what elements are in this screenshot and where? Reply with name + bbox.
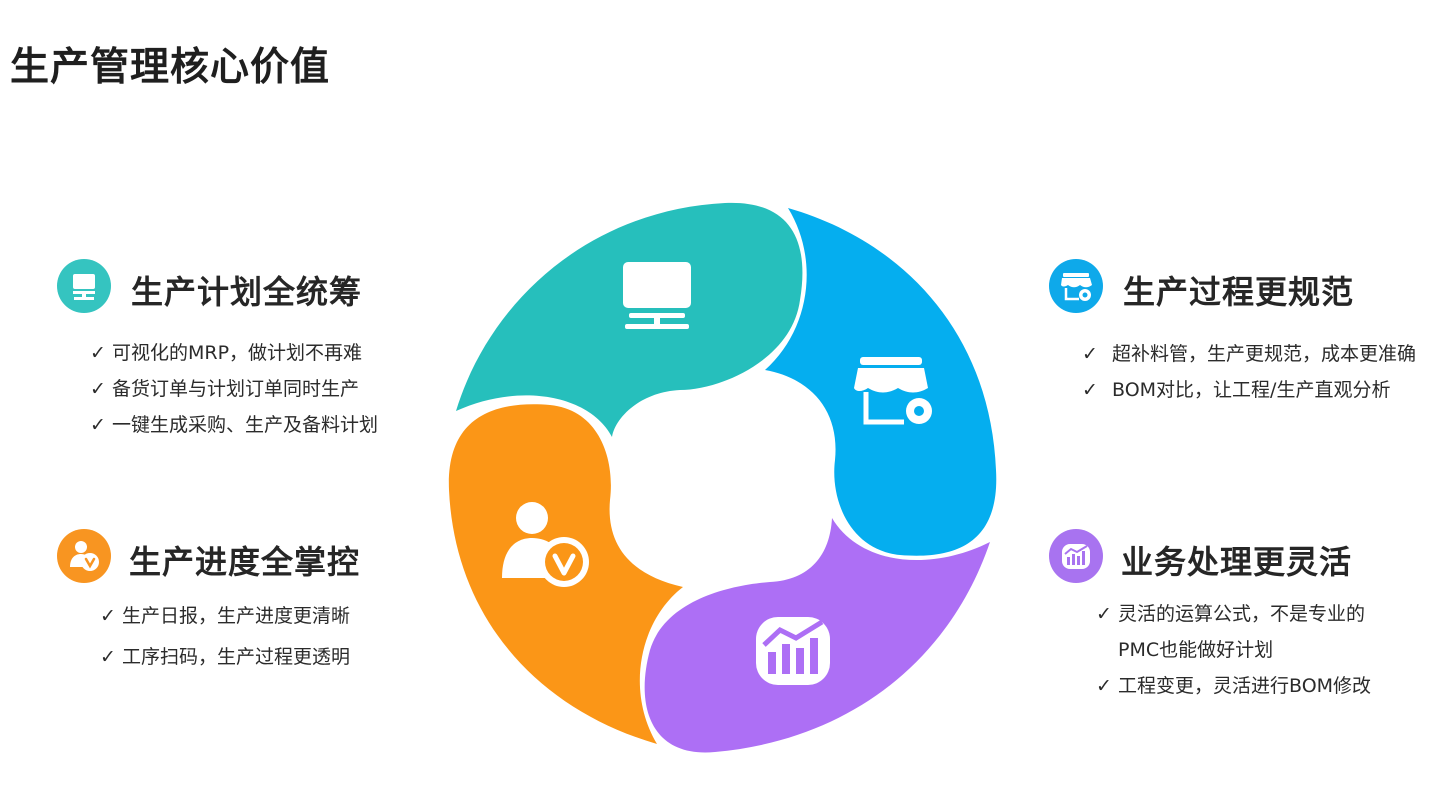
- store-settings-icon: [854, 357, 932, 425]
- monitor-icon: [623, 262, 691, 329]
- feature-plan-header: 生产计划全统筹: [57, 259, 477, 315]
- user-verified-icon: [57, 529, 111, 583]
- check-icon: ✓: [90, 378, 106, 400]
- list-item: ✓灵活的运算公式，不是专业的: [1096, 596, 1371, 632]
- list-item: ✓超补料管，生产更规范，成本更准确: [1082, 336, 1416, 372]
- list-item: ✓BOM对比，让工程/生产直观分析: [1082, 372, 1416, 408]
- list-item: ✓一键生成采购、生产及备料计划: [90, 407, 378, 443]
- check-icon: ✓: [1096, 675, 1112, 697]
- feature-process: 生产过程更规范 ✓超补料管，生产更规范，成本更准确 ✓BOM对比，让工程/生产直…: [1049, 259, 1445, 459]
- page-title: 生产管理核心价值: [10, 45, 331, 90]
- feature-business: 业务处理更灵活 ✓灵活的运算公式，不是专业的 PMC也能做好计划 ✓工程变更，灵…: [1049, 529, 1445, 729]
- list-item: ✓工序扫码，生产过程更透明: [100, 637, 350, 678]
- check-icon: ✓: [90, 342, 106, 364]
- list-item: ✓工程变更，灵活进行BOM修改: [1096, 668, 1371, 704]
- list-item: ✓备货订单与计划订单同时生产: [90, 371, 378, 407]
- check-icon: ✓: [100, 605, 116, 627]
- feature-business-bullets: ✓灵活的运算公式，不是专业的 PMC也能做好计划 ✓工程变更，灵活进行BOM修改: [1096, 596, 1371, 704]
- teal-segment: [456, 202, 803, 437]
- check-icon: ✓: [1082, 379, 1098, 401]
- check-icon: ✓: [100, 646, 116, 668]
- check-icon: ✓: [1096, 603, 1112, 625]
- feature-progress-bullets: ✓生产日报，生产进度更清晰 ✓工序扫码，生产过程更透明: [100, 596, 350, 678]
- user-verified-icon: [502, 502, 589, 587]
- list-item: ✓生产日报，生产进度更清晰: [100, 596, 350, 637]
- store-settings-icon: [1049, 259, 1103, 313]
- feature-title: 生产进度全掌控: [129, 543, 361, 581]
- bar-chart-icon: [1049, 529, 1103, 583]
- feature-plan-bullets: ✓可视化的MRP，做计划不再难 ✓备货订单与计划订单同时生产 ✓一键生成采购、生…: [90, 335, 378, 443]
- feature-progress-header: 生产进度全掌控: [57, 529, 477, 585]
- feature-title: 生产过程更规范: [1123, 273, 1355, 311]
- feature-process-header: 生产过程更规范: [1049, 259, 1445, 315]
- feature-title: 业务处理更灵活: [1121, 543, 1353, 581]
- feature-process-bullets: ✓超补料管，生产更规范，成本更准确 ✓BOM对比，让工程/生产直观分析: [1082, 336, 1416, 408]
- feature-plan: 生产计划全统筹 ✓可视化的MRP，做计划不再难 ✓备货订单与计划订单同时生产 ✓…: [57, 259, 477, 459]
- feature-progress: 生产进度全掌控 ✓生产日报，生产进度更清晰 ✓工序扫码，生产过程更透明: [57, 529, 477, 699]
- feature-title: 生产计划全统筹: [131, 273, 363, 311]
- check-icon: ✓: [90, 414, 106, 436]
- feature-business-header: 业务处理更灵活: [1049, 529, 1445, 585]
- check-icon: ✓: [1082, 343, 1098, 365]
- monitor-icon: [57, 259, 111, 313]
- bar-chart-icon: [756, 617, 830, 685]
- list-item: PMC也能做好计划: [1118, 639, 1274, 661]
- list-item: ✓可视化的MRP，做计划不再难: [90, 335, 378, 371]
